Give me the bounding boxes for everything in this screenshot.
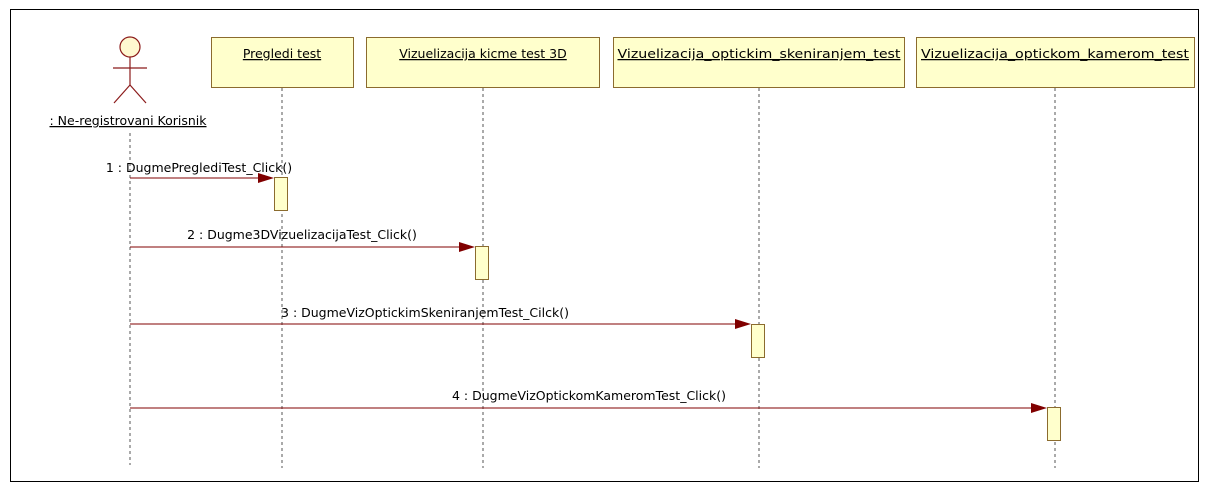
activation-bar: [751, 324, 765, 358]
participant-label: Pregledi test: [243, 46, 321, 61]
participant-box-opticka-kamera[interactable]: Vizuelizacija_optickom_kamerom_test: [916, 37, 1195, 88]
diagram-frame: [10, 9, 1199, 482]
message-2[interactable]: 2 : Dugme3DVizuelizacijaTest_Click(): [130, 227, 475, 252]
actor-label: : Ne-registrovani Korisnik: [49, 113, 207, 128]
message-1[interactable]: 1 : DugmePreglediTest_Click(): [106, 160, 292, 183]
message-label: 1 : DugmePreglediTest_Click(): [106, 160, 292, 175]
activation-bar: [274, 177, 288, 211]
participant-box-vizuelizacija-kicme[interactable]: Vizuelizacija kicme test 3D: [366, 37, 600, 88]
message-label: 2 : Dugme3DVizuelizacijaTest_Click(): [187, 227, 417, 242]
arrowhead-icon: [459, 242, 475, 252]
activation-bar: [1047, 407, 1061, 441]
participant-label: Vizuelizacija kicme test 3D: [399, 46, 567, 61]
arrowhead-icon: [735, 319, 751, 329]
actor[interactable]: : Ne-registrovani Korisnik: [49, 36, 207, 128]
participant-box-pregledi-test[interactable]: Pregledi test: [211, 37, 354, 88]
activation-bar: [475, 246, 489, 280]
message-4[interactable]: 4 : DugmeVizOptickomKameromTest_Click(): [130, 388, 1047, 413]
stick-figure-actor-icon: [113, 36, 147, 104]
message-3[interactable]: 3 : DugmeVizOptickimSkeniranjemTest_Cilc…: [130, 305, 751, 329]
participant-label: Vizuelizacija_optickim_skeniranjem_test: [618, 46, 901, 61]
arrowhead-icon: [258, 173, 274, 183]
arrowhead-icon: [1031, 403, 1047, 413]
message-label: 3 : DugmeVizOptickimSkeniranjemTest_Cilc…: [281, 305, 569, 320]
participant-label: Vizuelizacija_optickom_kamerom_test: [921, 46, 1189, 61]
message-label: 4 : DugmeVizOptickomKameromTest_Click(): [452, 388, 726, 403]
participant-box-opticko-skeniranje[interactable]: Vizuelizacija_optickim_skeniranjem_test: [613, 37, 905, 88]
